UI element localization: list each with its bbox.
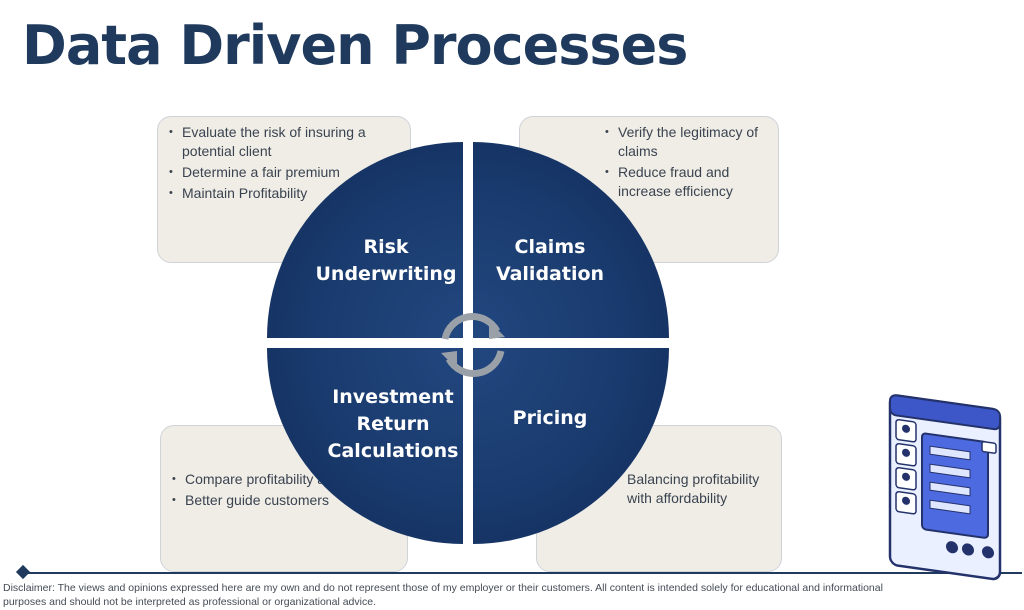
disclaimer-text: Disclaimer: The views and opinions expre… <box>3 582 883 608</box>
cycle-arrows-icon <box>441 312 505 378</box>
quadrant-label: Pricing <box>512 406 588 429</box>
slide-title: Data Driven Processes <box>22 14 688 77</box>
quadrant-label: Investment Return Calculations <box>327 385 459 462</box>
rule-diamond-marker <box>15 564 31 580</box>
quadrant-investment-return: Investment Return Calculations <box>267 348 463 544</box>
quadrant-label: Risk Underwriting <box>315 236 457 285</box>
bullet-item: Reduce fraud and increase efficiency <box>604 163 768 201</box>
pricing-text: Balancing profitability with affordabili… <box>627 471 760 506</box>
bullet-item: Better guide customers <box>171 491 397 510</box>
bullet-item: Evaluate the risk of insuring a potentia… <box>168 123 400 161</box>
footer-rule <box>22 572 1022 574</box>
bullet-item: Verify the legitimacy of claims <box>604 123 768 161</box>
web-app-illustration <box>888 394 1002 581</box>
bullet-item: Maintain Profitability <box>168 184 400 203</box>
quadrant-label: Claims Validation <box>495 236 605 285</box>
bullet-item: Determine a fair premium <box>168 163 400 182</box>
